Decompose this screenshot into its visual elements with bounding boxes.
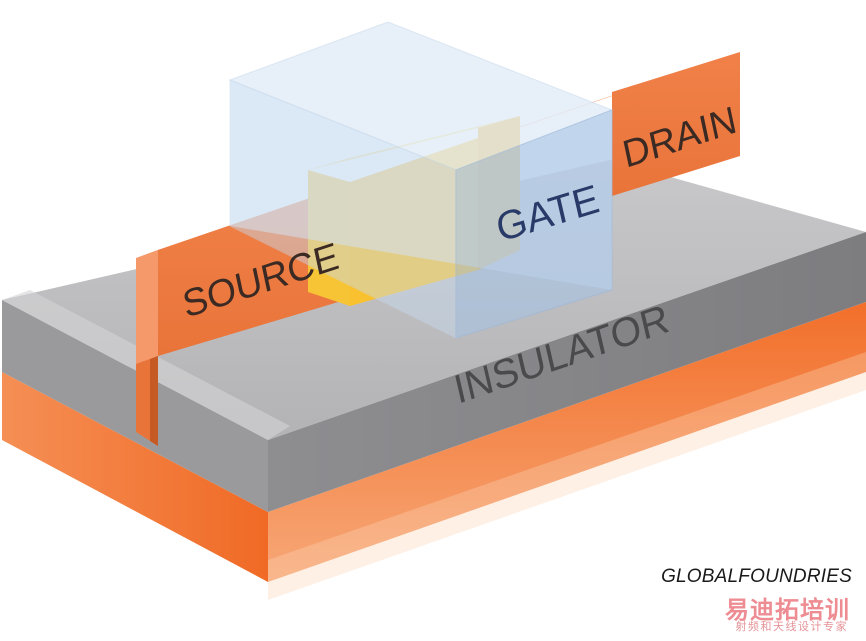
insulator-top-face xyxy=(2,160,866,440)
gate-block: GATE xyxy=(228,21,614,339)
fin-drain-face xyxy=(612,52,740,196)
substrate-glow xyxy=(268,352,866,600)
substrate-layer xyxy=(2,302,866,600)
globalfoundries-credit: GLOBALFOUNDRIES xyxy=(661,566,852,587)
watermark-tagline: 射频和天线设计专家 xyxy=(735,620,848,633)
fin-source-left-strip xyxy=(136,250,158,364)
insulator-front-face xyxy=(268,232,866,512)
substrate-front-face xyxy=(268,302,866,582)
substrate-left-face xyxy=(2,372,268,582)
watermark-logo: 易迪拓培训 xyxy=(725,596,850,624)
insulator-left-face xyxy=(2,300,268,512)
gate-front-face xyxy=(455,109,613,339)
